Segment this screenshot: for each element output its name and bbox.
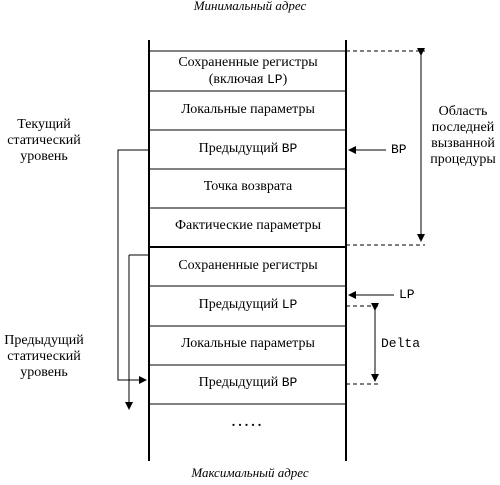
cell-text: Предыдущий — [198, 375, 282, 390]
cell-text: Предыдущий — [198, 297, 282, 312]
cell-prev-lp: Предыдущий LP — [150, 297, 346, 313]
cell-code: BP — [281, 375, 298, 390]
left-label-line: уровень — [20, 365, 68, 380]
cell-code: BP — [281, 141, 298, 156]
cell-code: LP — [266, 72, 283, 87]
left-label-line: статический — [7, 133, 81, 148]
cell-saved-registers-current: Сохраненные регистры (включая LP) — [150, 54, 346, 88]
cell-text: (включая — [208, 72, 267, 87]
left-label-line: уровень — [20, 149, 68, 164]
frame-label-line: процедуры — [430, 152, 496, 167]
frame-label-line: Область — [438, 104, 488, 119]
left-label-line: Предыдущий — [4, 333, 84, 348]
previous-static-level-label: Предыдущий статический уровень — [0, 333, 88, 381]
frame-dashes — [346, 50, 425, 246]
cell-text: ) — [282, 72, 288, 87]
cell-local-params-current: Локальные параметры — [181, 102, 315, 117]
left-label-line: статический — [7, 349, 81, 364]
min-address-label: Минимальный адрес — [193, 0, 307, 13]
bp-pointer-label: BP — [391, 142, 407, 157]
cell-prev-bp-current: Предыдущий BP — [150, 141, 346, 157]
cell-text: Предыдущий — [198, 141, 282, 156]
cell-saved-registers-prev: Сохраненные регистры — [178, 258, 318, 273]
cell-saved-registers-line1: Сохраненные регистры — [178, 55, 318, 70]
cell-code: LP — [281, 297, 298, 312]
frame-region-label: Область последней вызванной процедуры — [426, 104, 500, 168]
lp-pointer-label: LP — [399, 287, 415, 302]
cell-ellipsis: ..... — [231, 415, 265, 430]
current-static-level-label: Текущий статический уровень — [0, 117, 88, 165]
frame-label-line: вызванной — [431, 136, 495, 151]
cell-prev-bp-prev: Предыдущий BP — [150, 375, 346, 391]
frame-label-line: последней — [431, 120, 495, 135]
delta-dashes — [346, 305, 378, 385]
cell-return-address: Точка возврата — [203, 179, 293, 194]
dynamic-link-arrow — [117, 149, 149, 384]
stack-separators — [149, 50, 346, 405]
delta-label: Delta — [381, 336, 421, 351]
max-address-label: Максимальный адрес — [191, 465, 309, 480]
cell-saved-registers-line2: (включая LP) — [150, 71, 346, 88]
cell-local-params-prev: Локальные параметры — [181, 336, 315, 351]
cell-actual-params: Фактические параметры — [174, 218, 321, 233]
left-label-line: Текущий — [17, 117, 71, 132]
